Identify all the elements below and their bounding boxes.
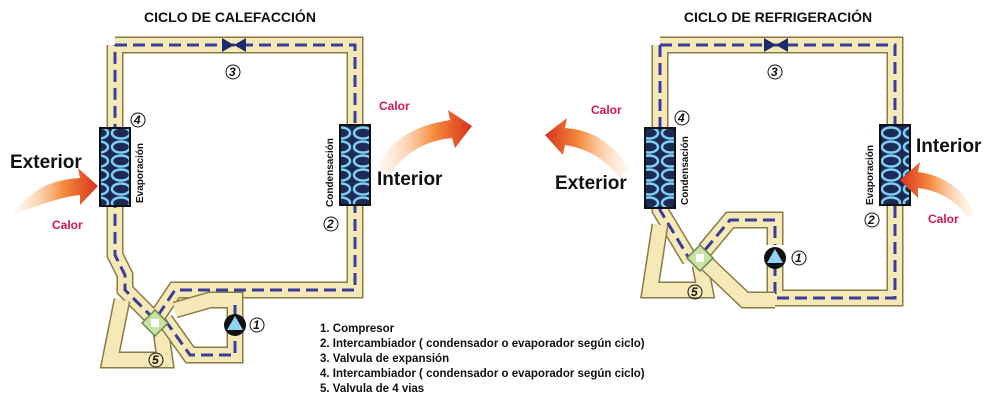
compressor-number-1-cooling: 1 bbox=[795, 251, 802, 265]
exchanger-2-heating: Condensación 2 bbox=[323, 124, 371, 232]
expansion-valve-3-heating: 3 bbox=[222, 38, 246, 80]
calor-exterior-cooling: Calor bbox=[591, 103, 622, 117]
cooling-cycle: CICLO DE REFRIGERACIÓN 3 Condensación 4 bbox=[545, 8, 982, 309]
label-condensacion: Condensación bbox=[325, 138, 336, 207]
calor-interior-cooling: Calor bbox=[928, 212, 959, 226]
legend-item-5: 5. Valvula de 4 vias bbox=[320, 383, 424, 395]
label-exterior: Exterior bbox=[10, 152, 82, 173]
valve-number-3-cooling: 3 bbox=[771, 65, 778, 79]
exchanger-number-4-cooling: 4 bbox=[677, 111, 685, 125]
expansion-valve-3-cooling: 3 bbox=[764, 38, 788, 80]
label-exterior-cooling: Exterior bbox=[555, 173, 627, 194]
cooling-title: CICLO DE REFRIGERACIÓN bbox=[684, 8, 872, 25]
label-condensacion-cooling: Condensación bbox=[680, 136, 691, 205]
four-way-valve-5-heating: 5 bbox=[140, 308, 170, 368]
calor-interior: Calor bbox=[379, 99, 410, 113]
label-interior: Interior bbox=[377, 169, 443, 190]
heat-arrow-exterior-out: Calor Exterior bbox=[545, 103, 630, 194]
four-way-valve-5-cooling: 5 bbox=[685, 243, 715, 300]
cooling-pipe-loop bbox=[640, 36, 904, 309]
heat-arrow-interior-in: Calor Interior bbox=[900, 136, 982, 226]
compressor-1-cooling: 1 bbox=[764, 247, 807, 269]
exchanger-number-4: 4 bbox=[133, 113, 141, 127]
valve-number-5: 5 bbox=[152, 353, 159, 367]
calor-left: Calor bbox=[52, 218, 83, 232]
legend-item-1: 1. Compresor bbox=[320, 323, 395, 335]
label-evaporacion: Evaporación bbox=[135, 143, 146, 203]
legend-item-4: 4. Intercambiador ( condensador o evapor… bbox=[320, 368, 645, 380]
exchanger-number-2: 2 bbox=[326, 217, 334, 231]
heat-arrow-exterior-in: Calor Exterior bbox=[10, 152, 98, 232]
exchanger-2-cooling: Evaporación 2 bbox=[864, 124, 911, 228]
legend-item-3: 3. Valvula de expansión bbox=[320, 353, 449, 365]
heating-pipe-loop bbox=[99, 36, 364, 369]
valve-number-3: 3 bbox=[229, 65, 236, 79]
exchanger-4-heating: 4 Evaporación bbox=[99, 112, 146, 207]
heating-cycle: CICLO DE CALEFACCIÓN 3 4 Evaporación Co bbox=[10, 8, 472, 369]
compressor-number-1: 1 bbox=[253, 318, 260, 332]
exchanger-4-cooling: Condensación 4 bbox=[644, 110, 691, 209]
exchanger-number-2-cooling: 2 bbox=[867, 213, 875, 227]
legend: 1. Compresor 2. Intercambiador ( condens… bbox=[320, 323, 645, 395]
legend-item-2: 2. Intercambiador ( condensador o evapor… bbox=[320, 338, 645, 350]
heat-arrow-interior-out: Calor Interior bbox=[377, 99, 472, 190]
label-evaporacion-cooling: Evaporación bbox=[865, 145, 876, 205]
heating-title: CICLO DE CALEFACCIÓN bbox=[144, 8, 316, 25]
compressor-1-heating: 1 bbox=[224, 314, 265, 336]
label-interior-cooling: Interior bbox=[916, 136, 982, 157]
valve-number-5-cooling: 5 bbox=[691, 285, 698, 299]
